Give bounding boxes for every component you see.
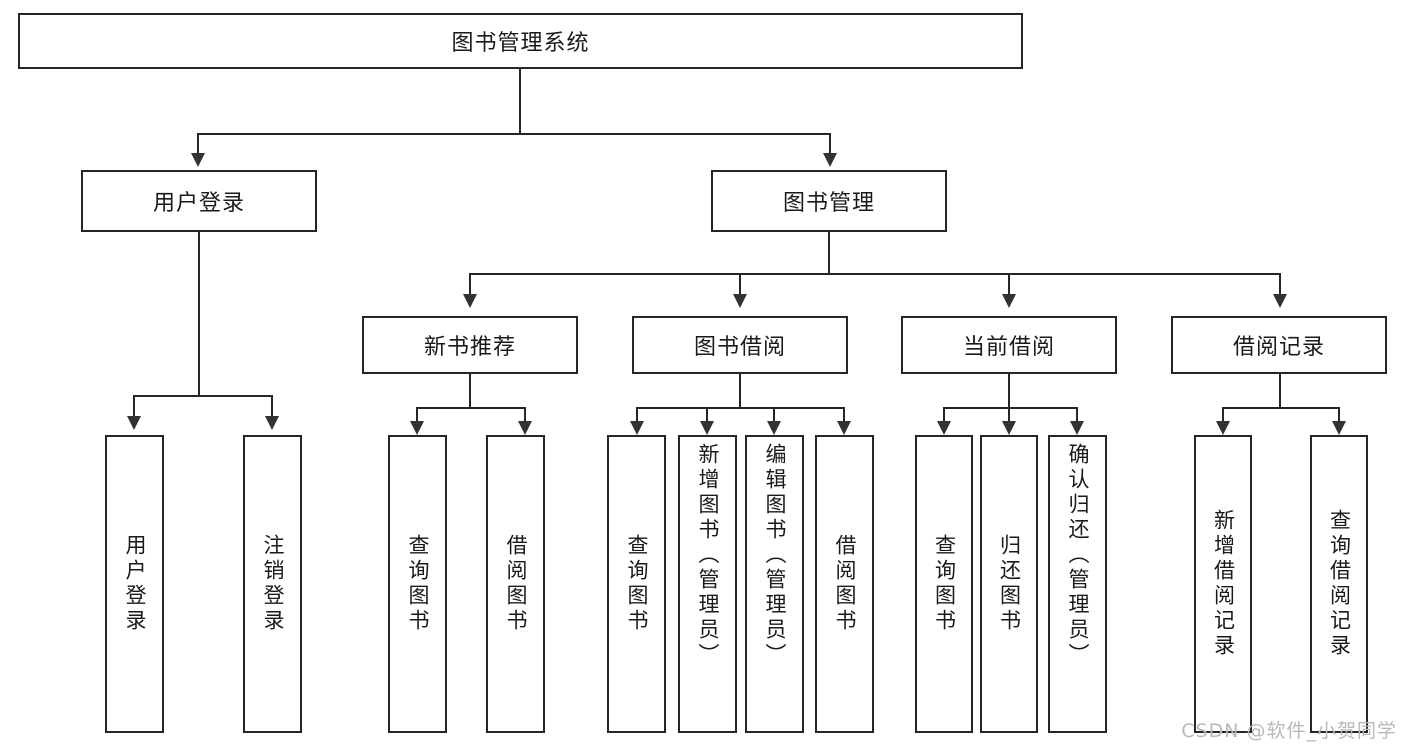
csdn-watermark: CSDN @软件_小贺同学 (1181, 720, 1397, 742)
arrowhead-borrow-records (1273, 294, 1287, 308)
leaf-bb-query-book[interactable]: 查询图书 (607, 435, 666, 733)
arrowhead-book-mgmt (823, 153, 837, 167)
leaf-br-query-record-label: 查询借阅记录 (1327, 509, 1352, 659)
node-book-borrow-label: 图书借阅 (693, 335, 786, 360)
connector-root-bus (197, 133, 831, 135)
connector-current-branch-1 (943, 407, 945, 423)
leaf-cb-query-book-label: 查询图书 (932, 534, 957, 634)
node-borrow-records-label: 借阅记录 (1232, 335, 1325, 360)
connector-borrow-branch-1 (636, 407, 638, 423)
leaf-logout[interactable]: 注销登录 (243, 435, 302, 733)
arrowhead-br-query-record (1332, 421, 1346, 435)
connector-root-to-book-mgmt (829, 133, 831, 155)
leaf-cb-return-book[interactable]: 归还图书 (980, 435, 1038, 733)
connector-book-mgmt-branch-3 (1008, 273, 1010, 295)
connector-book-mgmt-branch-1 (469, 273, 471, 295)
connector-user-login-branch-1 (133, 395, 135, 417)
leaf-nb-query-book-label: 查询图书 (406, 534, 430, 634)
connector-current-branch-2 (1008, 407, 1010, 423)
node-new-book-recommend[interactable]: 新书推荐 (362, 316, 578, 374)
connector-user-login-bus (133, 395, 273, 397)
connector-new-book-branch-1 (416, 407, 418, 423)
connector-new-book-branch-2 (524, 407, 526, 423)
connector-root-to-user-login (197, 133, 199, 155)
connector-current-stem (1008, 374, 1010, 408)
node-book-mgmt-label: 图书管理 (782, 191, 875, 216)
connector-borrow-stem (739, 374, 741, 408)
leaf-bb-edit-book[interactable]: 编辑图书（管理员） (745, 435, 804, 733)
connector-book-mgmt-branch-4 (1279, 273, 1281, 295)
leaf-bb-edit-book-label: 编辑图书（管理员） (763, 443, 787, 668)
connector-borrow-branch-3 (773, 407, 775, 423)
leaf-logout-label: 注销登录 (261, 534, 285, 634)
arrowhead-bb-edit-book (767, 421, 781, 435)
arrowhead-user-login (191, 153, 205, 167)
arrowhead-leaf-logout (265, 416, 279, 430)
arrowhead-nb-query-book (410, 421, 424, 435)
arrowhead-cb-return-book (1002, 421, 1016, 435)
node-user-login-label: 用户登录 (152, 191, 245, 216)
arrowhead-bb-borrow-book (837, 421, 851, 435)
leaf-bb-borrow-book-label: 借阅图书 (833, 534, 857, 634)
arrowhead-current-borrow (1002, 294, 1016, 308)
leaf-cb-confirm-return-label: 确认归还（管理员） (1066, 443, 1090, 668)
node-current-borrow[interactable]: 当前借阅 (901, 316, 1117, 374)
leaf-cb-query-book[interactable]: 查询图书 (915, 435, 973, 733)
node-user-login[interactable]: 用户登录 (81, 170, 317, 232)
connector-records-branch-1 (1222, 407, 1224, 423)
connector-records-branch-2 (1338, 407, 1340, 423)
node-root-system-label: 图书管理系统 (451, 31, 590, 56)
leaf-nb-query-book[interactable]: 查询图书 (388, 435, 447, 733)
leaf-bb-borrow-book[interactable]: 借阅图书 (815, 435, 874, 733)
arrowhead-book-borrow (733, 294, 747, 308)
leaf-br-add-record-label: 新增借阅记录 (1211, 509, 1236, 659)
leaf-user-login[interactable]: 用户登录 (105, 435, 164, 733)
connector-records-bus (1222, 407, 1340, 409)
leaf-br-query-record[interactable]: 查询借阅记录 (1310, 435, 1368, 733)
arrowhead-leaf-user-login (127, 416, 141, 430)
connector-user-login-branch-2 (271, 395, 273, 417)
leaf-cb-confirm-return[interactable]: 确认归还（管理员） (1048, 435, 1107, 733)
leaf-bb-query-book-label: 查询图书 (625, 534, 649, 634)
connector-new-book-bus (416, 407, 526, 409)
node-root-system[interactable]: 图书管理系统 (18, 13, 1023, 69)
arrowhead-nb-borrow-book (518, 421, 532, 435)
leaf-bb-add-book[interactable]: 新增图书（管理员） (678, 435, 737, 733)
leaf-nb-borrow-book-label: 借阅图书 (504, 534, 528, 634)
arrowhead-br-add-record (1216, 421, 1230, 435)
connector-book-mgmt-stem (828, 232, 830, 274)
connector-book-mgmt-branch-2 (739, 273, 741, 295)
connector-book-mgmt-bus (469, 273, 1281, 275)
arrowhead-bb-add-book (700, 421, 714, 435)
leaf-user-login-label: 用户登录 (123, 534, 147, 634)
arrowhead-bb-query-book (630, 421, 644, 435)
connector-borrow-branch-2 (706, 407, 708, 423)
connector-records-stem (1279, 374, 1281, 408)
node-current-borrow-label: 当前借阅 (962, 335, 1055, 360)
connector-root-stem (519, 69, 521, 134)
connector-borrow-branch-4 (843, 407, 845, 423)
arrowhead-cb-query-book (937, 421, 951, 435)
leaf-bb-add-book-label: 新增图书（管理员） (696, 443, 720, 668)
node-book-borrow[interactable]: 图书借阅 (632, 316, 848, 374)
node-new-book-recommend-label: 新书推荐 (423, 335, 516, 360)
leaf-br-add-record[interactable]: 新增借阅记录 (1194, 435, 1252, 733)
connector-borrow-bus (636, 407, 844, 409)
arrowhead-new-book-rec (463, 294, 477, 308)
connector-new-book-stem (469, 374, 471, 408)
connector-current-bus (943, 407, 1077, 409)
leaf-nb-borrow-book[interactable]: 借阅图书 (486, 435, 545, 733)
node-borrow-records[interactable]: 借阅记录 (1171, 316, 1387, 374)
leaf-cb-return-book-label: 归还图书 (997, 534, 1022, 634)
connector-current-branch-3 (1076, 407, 1078, 423)
arrowhead-cb-confirm-return (1070, 421, 1084, 435)
connector-user-login-stem (198, 232, 200, 396)
node-book-mgmt[interactable]: 图书管理 (711, 170, 947, 232)
